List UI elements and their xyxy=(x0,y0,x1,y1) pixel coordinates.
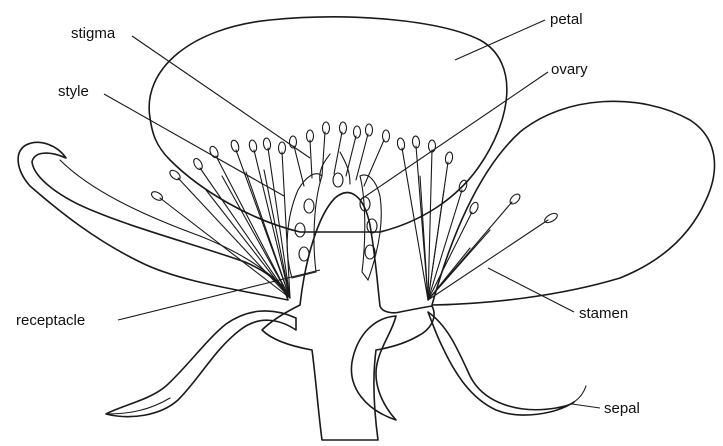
right-petal xyxy=(432,101,714,305)
label-sepal: sepal xyxy=(604,400,640,417)
label-stamen: stamen xyxy=(579,305,628,322)
left-lower-sepal xyxy=(106,311,296,417)
label-receptacle: receptacle xyxy=(16,312,85,329)
label-ovary: ovary xyxy=(551,61,588,78)
right-lower-sepal xyxy=(428,312,574,415)
stamens-right xyxy=(397,136,559,300)
label-stigma: stigma xyxy=(71,25,116,42)
label-petal: petal xyxy=(550,11,583,28)
label-style: style xyxy=(58,83,89,100)
ovary-chambers xyxy=(287,173,381,280)
top-petal xyxy=(149,17,507,232)
leader-lines xyxy=(104,20,600,408)
